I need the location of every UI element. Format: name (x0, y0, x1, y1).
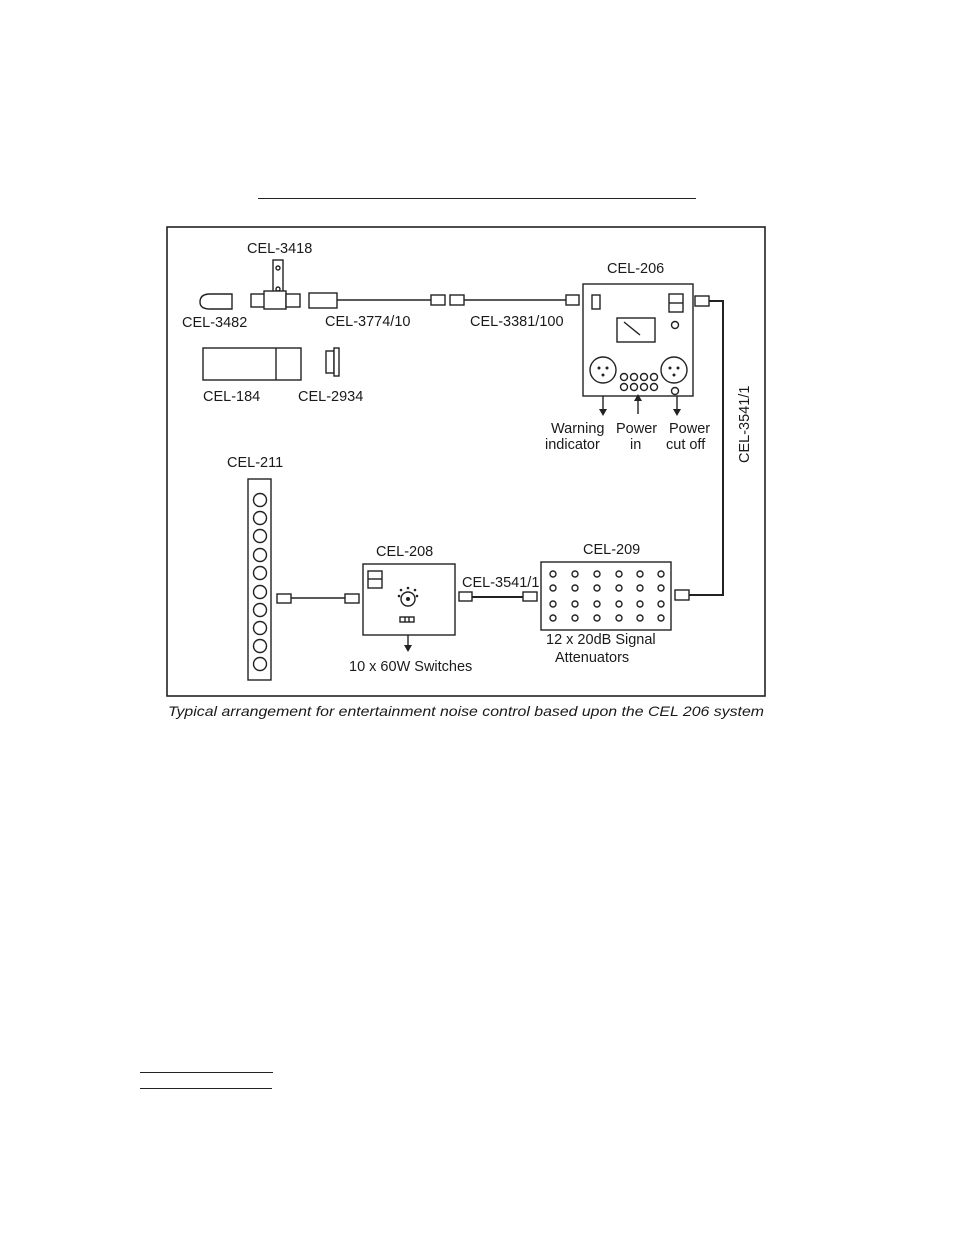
cel-3541-horizontal-cable (458, 591, 538, 602)
cel-211-switch-strip (247, 478, 272, 681)
cel-184-calibrator (202, 347, 302, 381)
cel-3381-cable (449, 294, 580, 306)
power-in-label-2: in (630, 437, 641, 453)
cel-206-io-arrows (599, 394, 681, 416)
figure-caption: Typical arrangement for entertainment no… (168, 703, 764, 719)
power-cut-off-label-1: Power (669, 421, 710, 437)
cel-211-label: CEL-211 (227, 455, 283, 471)
diagram-frame (166, 226, 766, 697)
cel-3418-adapter (250, 259, 301, 310)
cel-211-to-cel-208-cable (276, 593, 360, 604)
cel-206-label: CEL-206 (607, 261, 664, 277)
cel-3482-label: CEL-3482 (182, 315, 247, 331)
cel-3381-label: CEL-3381/100 (470, 314, 564, 330)
power-in-label-1: Power (616, 421, 657, 437)
cel-3774-label: CEL-3774/10 (325, 314, 410, 330)
cel-208-switch-unit (362, 563, 456, 652)
title-underline (258, 198, 696, 199)
cel-2934-adapter (325, 347, 340, 377)
link-underline-2 (140, 1088, 272, 1089)
switches-label: 10 x 60W Switches (349, 659, 472, 675)
cel-3541-vertical-cable (674, 295, 724, 601)
cel-209-attenuator-unit (540, 561, 672, 631)
cel-206-controller (582, 283, 694, 397)
cel-2934-label: CEL-2934 (298, 389, 363, 405)
cel-3482-microphone (199, 293, 233, 310)
warning-indicator-label-1: Warning (551, 421, 604, 437)
cel-208-label: CEL-208 (376, 544, 433, 560)
cel-3418-label: CEL-3418 (247, 241, 312, 257)
attenuators-label-1: 12 x 20dB Signal (546, 632, 656, 648)
link-underline-1 (140, 1072, 273, 1073)
cel-209-label: CEL-209 (583, 542, 640, 558)
power-cut-off-label-2: cut off (666, 437, 706, 453)
cel-3541-horizontal-label: CEL-3541/1 (462, 575, 539, 591)
attenuators-label-2: Attenuators (555, 650, 629, 666)
cel-3541-vertical-label: CEL-3541/1 (737, 386, 753, 463)
warning-indicator-label-2: indicator (545, 437, 600, 453)
cel-184-label: CEL-184 (203, 389, 260, 405)
cel-3774-cable (308, 292, 446, 309)
